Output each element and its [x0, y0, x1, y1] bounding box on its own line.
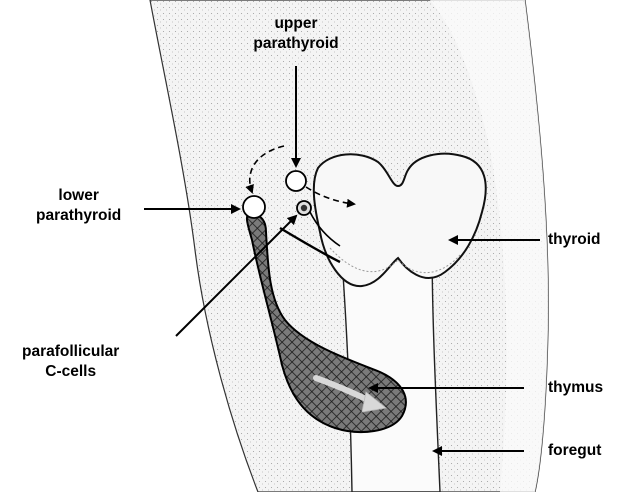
label-upper-parathyroid-line1: upper: [243, 14, 349, 34]
label-parafollicular: parafollicular C-cells: [22, 342, 119, 382]
label-parafollicular-line2: C-cells: [22, 362, 119, 382]
lower-parathyroid-gland: [243, 196, 265, 218]
label-upper-parathyroid-line2: parathyroid: [243, 34, 349, 54]
label-upper-parathyroid: upper parathyroid: [243, 14, 349, 54]
label-parafollicular-line1: parafollicular: [22, 342, 119, 362]
parafollicular-core: [301, 205, 307, 211]
upper-parathyroid-gland: [286, 171, 306, 191]
label-thymus: thymus: [548, 378, 603, 398]
label-thyroid: thyroid: [548, 230, 601, 250]
label-lower-parathyroid-line1: lower: [36, 186, 121, 206]
label-foregut: foregut: [548, 441, 601, 461]
label-lower-parathyroid: lower parathyroid: [36, 186, 121, 226]
label-lower-parathyroid-line2: parathyroid: [36, 206, 121, 226]
